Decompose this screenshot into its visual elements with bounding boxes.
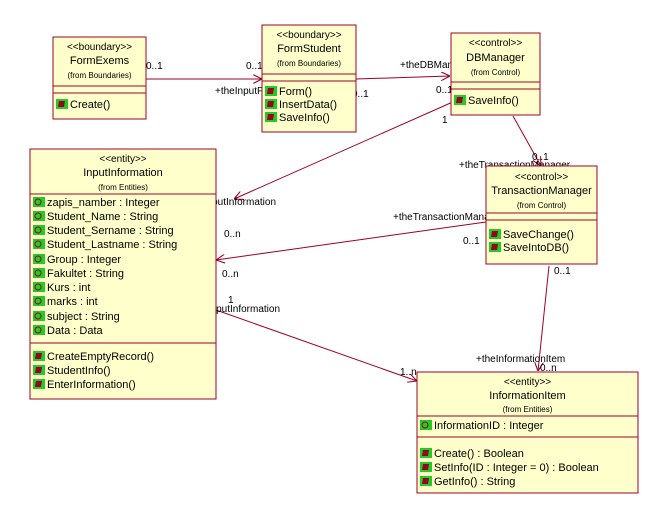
assoc-formstudent-dbmanager [355, 76, 450, 79]
operation-icon [489, 242, 501, 252]
class-name: FormExems [70, 55, 130, 67]
role-the-transaction-manager-lower: +theTransactionManager [393, 212, 505, 223]
attribute-icon [33, 211, 45, 221]
role-the-input-form: +theInputForm [215, 86, 280, 97]
attribute-icon [33, 225, 45, 235]
mult-transactionmanager-db-end: 0..1 [532, 152, 549, 163]
assoc-transactionmanager-informationitem [538, 265, 550, 371]
role-the-information-item: +theInformationItem [476, 354, 565, 365]
operation: GetInfo() : String [434, 476, 515, 488]
class-stereotype: <<control>> [469, 38, 523, 49]
operation-icon [265, 112, 277, 122]
mult-informationitem-input-end: 1..n [400, 367, 417, 378]
mult-inputinformation-tm-end: 0..n [222, 269, 239, 280]
mult-transactionmanager-item-end: 0..1 [554, 266, 571, 277]
attribute-icon [33, 311, 45, 321]
class-package: (from Control) [471, 68, 521, 77]
attribute-icon [33, 268, 45, 278]
mult-formstudent-end: 0..1 [246, 61, 263, 72]
class-package: (from Boundaries) [67, 71, 131, 80]
operation-icon [33, 351, 45, 361]
attribute-icon [33, 282, 45, 292]
operation-icon [33, 365, 45, 375]
operation: SaveChange() [503, 229, 574, 241]
attribute: Student_Lastname : String [47, 239, 177, 251]
class-name: InformationItem [489, 390, 565, 402]
attribute: Group : Integer [47, 254, 121, 266]
operation: Create() [70, 99, 110, 111]
operation-icon [420, 448, 432, 458]
operation-icon [265, 99, 277, 109]
mult-transactionmanager-input-end: 0..1 [463, 236, 480, 247]
assoc-inputinformation-informationitem [215, 309, 417, 381]
attribute: Data : Data [47, 325, 104, 337]
mult-dbmanager-end: 0..1 [436, 85, 453, 96]
assoc-transactionmanager-inputinformation [216, 221, 487, 260]
class-stereotype: <<boundary>> [276, 30, 341, 41]
operation: Form() [279, 86, 312, 98]
operation: EnterInformation() [47, 379, 136, 391]
class-stereotype: <<entity>> [99, 154, 146, 165]
operation-icon [454, 95, 466, 105]
operation: InsertData() [279, 99, 337, 111]
operation-icon [420, 476, 432, 486]
class-inputinformation[interactable]: <<entity>> InputInformation (from Entiti… [29, 148, 217, 400]
class-name: TransactionManager [491, 185, 592, 197]
role-the-db-manager: +theDBManager [400, 60, 474, 71]
class-stereotype: <<boundary>> [67, 42, 132, 53]
mult-formstudent-db-end: 0..1 [352, 89, 369, 100]
role-the-input-information-lower: +theInputInformation [188, 304, 280, 315]
assoc-dbmanager-transactionmanager [512, 115, 541, 166]
operation: SaveIntoDB() [503, 242, 569, 254]
operation: SaveInfo() [279, 112, 330, 124]
mult-inputinformation-item-end: 1 [228, 295, 234, 306]
class-formstudent[interactable]: <<boundary>> FormStudent (from Boundarie… [261, 24, 357, 133]
operation-icon [56, 99, 68, 109]
class-package: (from Control) [517, 201, 567, 210]
operation: StudentInfo() [47, 365, 111, 377]
attribute-icon [33, 254, 45, 264]
operation-icon [420, 462, 432, 472]
attribute: subject : String [47, 311, 120, 323]
attribute-icon [33, 325, 45, 335]
operation: CreateEmptyRecord() [47, 351, 154, 363]
attribute: Kurs : int [47, 282, 90, 294]
class-name: InputInformation [83, 167, 163, 179]
operation: SaveInfo() [468, 95, 519, 107]
class-stereotype: <<control>> [515, 172, 569, 183]
attribute: Student_Sername : String [47, 225, 174, 237]
mult-inputinformation-db-end: 0..n [224, 229, 241, 240]
mult-informationitem-tm-end: 0..n [540, 363, 557, 374]
mult-formexems-end: 0..1 [146, 61, 163, 72]
operation-icon [489, 229, 501, 239]
class-formexems[interactable]: <<boundary>> FormExems (from Boundaries)… [52, 36, 147, 120]
operation-icon [265, 86, 277, 96]
class-dbmanager[interactable]: <<control>> DBManager (from Control) Sav… [450, 32, 541, 116]
role-the-input-information: +theInputInformation [184, 197, 276, 208]
class-package: (from Entities) [503, 405, 553, 414]
attribute-icon [420, 420, 432, 430]
class-informationitem[interactable]: <<entity>> InformationItem (from Entitie… [416, 371, 639, 494]
class-name: DBManager [466, 52, 525, 64]
association-lines [146, 76, 550, 381]
attribute: Fakultet : String [47, 268, 124, 280]
attribute: zapis_namber : Integer [47, 197, 160, 209]
class-stereotype: <<entity>> [504, 377, 551, 388]
operation: Create() : Boolean [434, 448, 524, 460]
operation-icon [33, 379, 45, 389]
class-package: (from Entities) [98, 183, 148, 192]
operation: SetInfo(ID : Integer = 0) : Boolean [434, 462, 599, 474]
attribute: InformationID : Integer [434, 420, 544, 432]
assoc-dbmanager-inputinformation [234, 100, 456, 199]
mult-dbmanager-input-end: 1 [442, 115, 448, 126]
attribute-icon [33, 197, 45, 207]
attribute: Student_Name : String [47, 211, 158, 223]
attribute-icon [33, 296, 45, 306]
class-package: (from Boundaries) [277, 59, 341, 68]
attribute-icon [33, 239, 45, 249]
attribute: marks : int [47, 296, 98, 308]
class-transactionmanager[interactable]: <<control>> TransactionManager (from Con… [485, 165, 598, 265]
class-name: FormStudent [277, 43, 341, 55]
